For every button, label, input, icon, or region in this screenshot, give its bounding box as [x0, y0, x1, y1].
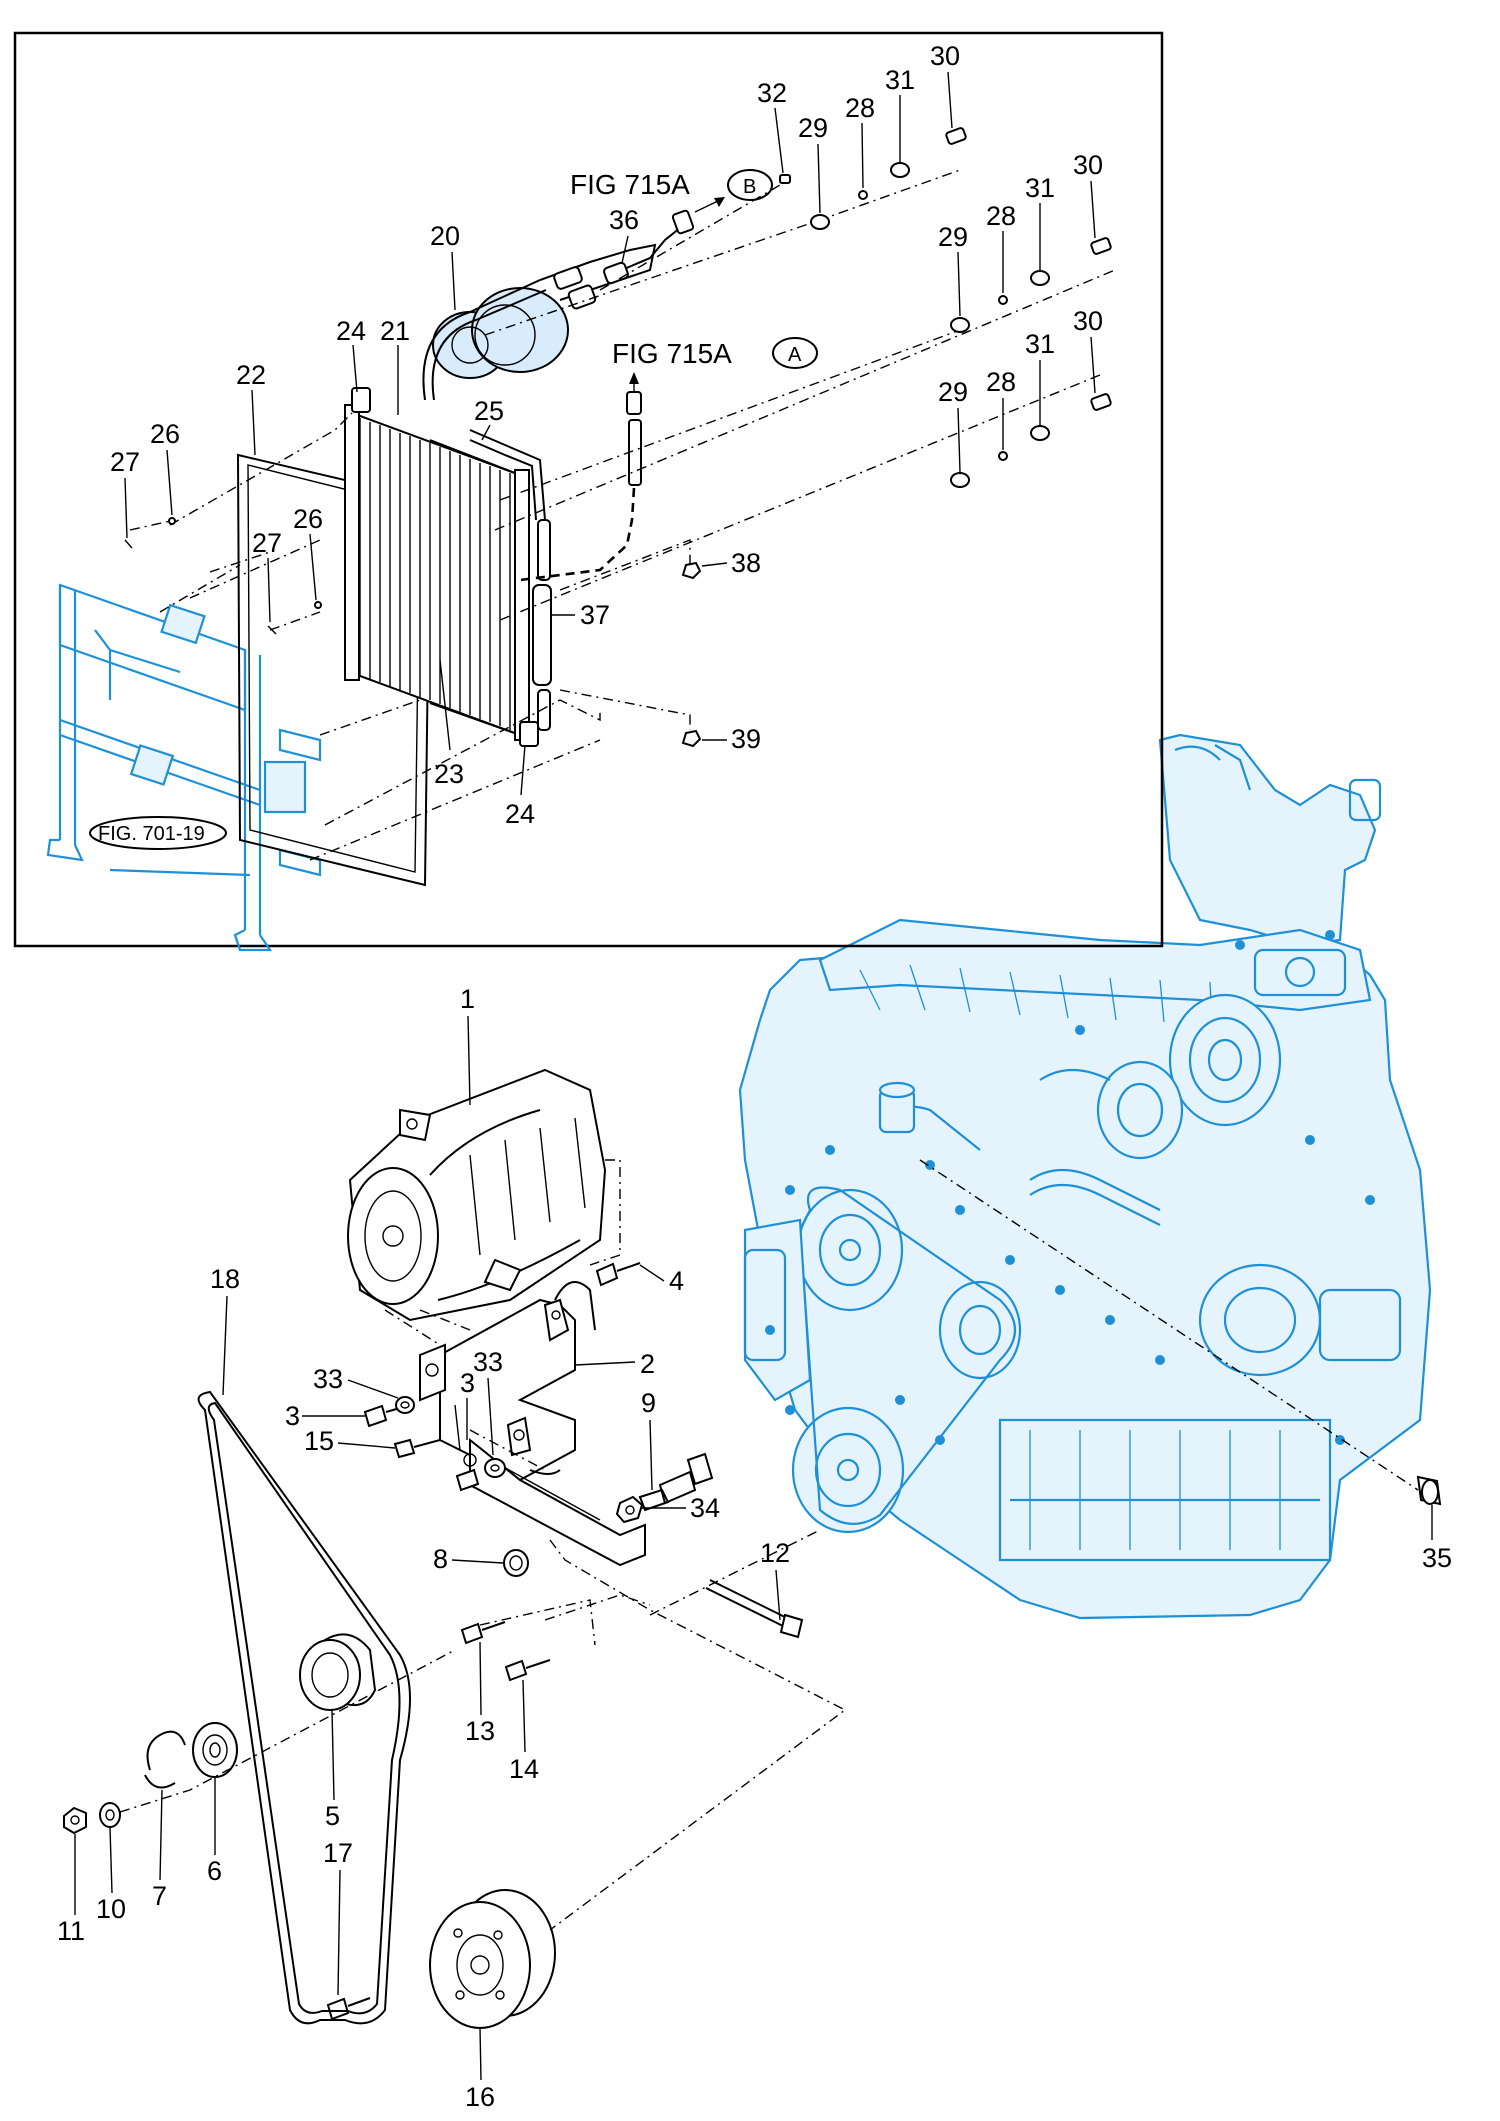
label-29a: 29: [798, 113, 828, 143]
fitting-35: [1416, 1475, 1442, 1506]
label-26b: 26: [293, 504, 323, 534]
label-28b: 28: [986, 201, 1016, 231]
inset-frame: [13, 31, 1164, 948]
inset-drawing: [46, 127, 1116, 952]
label-28a: 28: [845, 93, 875, 123]
bracket-2: [419, 1281, 646, 1567]
label-5: 5: [325, 1801, 340, 1831]
inset-labels: FIG 715A B FIG 715A A FIG. 701-19 20 21 …: [89, 41, 1103, 850]
circle-a-icon: [772, 337, 818, 369]
label-33a: 33: [313, 1364, 343, 1394]
fig-ref-b: FIG 715A: [570, 169, 690, 200]
label-21: 21: [380, 316, 410, 346]
label-8: 8: [433, 1544, 448, 1574]
label-2: 2: [640, 1349, 655, 1379]
label-3b: 3: [460, 1368, 475, 1398]
circle-b-icon: [727, 169, 773, 201]
receiver-drier-37: [532, 584, 552, 686]
label-9: 9: [641, 1388, 656, 1418]
label-30a: 30: [930, 41, 960, 71]
label-7: 7: [152, 1881, 167, 1911]
mounting-frame: [46, 583, 322, 952]
compressor-inset: [432, 287, 569, 379]
label-31c: 31: [1025, 329, 1055, 359]
label-23: 23: [434, 759, 464, 789]
label-12: 12: [760, 1538, 790, 1568]
label-26a: 26: [150, 419, 180, 449]
hardware-main: [326, 1262, 804, 2021]
fig-ref-a: FIG 715A: [612, 338, 732, 369]
bearing-6: [192, 1722, 238, 1778]
hardware-row-1: [779, 127, 967, 230]
nut-11: [63, 1806, 87, 1835]
label-29b: 29: [938, 222, 968, 252]
label-27b: 27: [252, 528, 282, 558]
main-labels: 1 2 3 3 4 5 6 7 8 9 10 11 12 13 14 15 16…: [57, 984, 1452, 2112]
belt-18: [197, 1390, 411, 2025]
label-27a: 27: [110, 447, 140, 477]
circle-b-letter: B: [743, 176, 756, 198]
label-36: 36: [609, 205, 639, 235]
label-6: 6: [207, 1856, 222, 1886]
label-31b: 31: [1025, 173, 1055, 203]
label-24b: 24: [505, 799, 535, 829]
label-22: 22: [236, 360, 266, 390]
label-30b: 30: [1073, 150, 1103, 180]
label-38: 38: [731, 548, 761, 578]
fig-ref-701: FIG. 701-19: [98, 823, 205, 845]
idler-pulley-5: [299, 1633, 377, 1711]
snap-ring-7: [144, 1730, 186, 1789]
label-3a: 3: [285, 1401, 300, 1431]
label-29c: 29: [938, 377, 968, 407]
label-11: 11: [57, 1916, 85, 1946]
inset-leader-lines: [129, 169, 1116, 861]
label-1: 1: [460, 984, 475, 1014]
label-4: 4: [669, 1266, 684, 1296]
main-leader-lines: [119, 1159, 1419, 1931]
condenser-21: [344, 387, 539, 747]
label-10: 10: [96, 1894, 126, 1924]
hardware-row-3: [950, 393, 1112, 488]
label-37: 37: [580, 600, 610, 630]
engine-bolts: [765, 930, 1375, 1445]
pulley-16: [429, 1889, 556, 2029]
hose-25: [469, 429, 546, 521]
compressor-1: [347, 1068, 607, 1322]
label-13: 13: [465, 1716, 495, 1746]
label-33b: 33: [473, 1347, 503, 1377]
label-39: 39: [731, 724, 761, 754]
label-14: 14: [509, 1754, 539, 1784]
circle-a-letter: A: [788, 344, 802, 366]
fig-701-oval: [89, 816, 227, 850]
hose-20: [422, 243, 657, 401]
label-35: 35: [1422, 1543, 1452, 1573]
hardware-row-2: [950, 237, 1112, 333]
label-32: 32: [757, 78, 787, 108]
label-15: 15: [304, 1426, 334, 1456]
label-34: 34: [690, 1493, 720, 1523]
label-17: 17: [323, 1838, 353, 1868]
label-25: 25: [474, 396, 504, 426]
label-16: 16: [465, 2082, 495, 2112]
engine-illustration: [738, 733, 1442, 1620]
label-20: 20: [430, 221, 460, 251]
hose-36: [609, 227, 681, 276]
label-28c: 28: [986, 367, 1016, 397]
label-31a: 31: [885, 65, 915, 95]
washer-10: [99, 1802, 121, 1828]
label-18: 18: [210, 1264, 240, 1294]
label-30c: 30: [1073, 306, 1103, 336]
label-24a: 24: [336, 316, 366, 346]
